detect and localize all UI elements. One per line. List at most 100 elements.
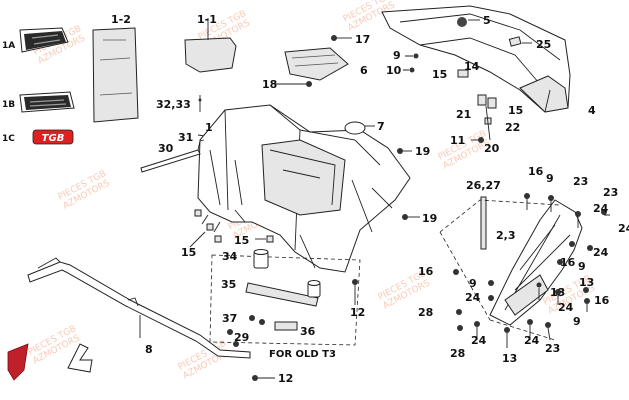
label-2-3: 2,3 xyxy=(496,229,516,242)
label-9c: 9 xyxy=(578,260,586,273)
label-23a: 23 xyxy=(603,186,618,199)
label-11: 11 xyxy=(450,134,465,147)
bracket-small xyxy=(67,343,93,373)
bracket-35 xyxy=(245,280,321,307)
rack-part-4 xyxy=(381,5,571,113)
label-6: 6 xyxy=(360,64,368,77)
label-24f: 24 xyxy=(471,334,487,347)
label-16b: 16 xyxy=(560,256,576,269)
screws-37 xyxy=(249,315,265,325)
screw-12b xyxy=(252,375,275,381)
bolt-32-33 xyxy=(198,95,202,112)
label-12b: 12 xyxy=(278,372,293,385)
label-26-27: 26,27 xyxy=(466,179,501,192)
label-20: 20 xyxy=(484,142,500,155)
rear-fender xyxy=(197,104,411,273)
label-37: 37 xyxy=(222,312,237,325)
label-17: 17 xyxy=(355,33,370,46)
screw-17 xyxy=(331,35,352,41)
screws-29 xyxy=(227,329,239,347)
label-1a: 1A xyxy=(2,41,15,51)
bushing-34 xyxy=(253,249,269,269)
label-19b: 19 xyxy=(422,212,437,225)
label-8: 8 xyxy=(145,343,153,356)
label-16a: 16 xyxy=(528,165,544,178)
label-15a: 15 xyxy=(181,246,196,259)
label-5: 5 xyxy=(483,14,491,27)
detail-box-dashed xyxy=(209,254,361,346)
nuts-9-10 xyxy=(403,53,419,73)
label-24g: 24 xyxy=(524,334,540,347)
bolt-11 xyxy=(471,137,484,143)
label-32-33: 32,33 xyxy=(156,98,191,111)
brackets-21-15-22 xyxy=(477,94,497,141)
screw-12a xyxy=(352,279,358,305)
label-9e: 9 xyxy=(573,315,581,328)
label-19a: 19 xyxy=(415,145,430,158)
screw-19a xyxy=(397,148,412,154)
label-34: 34 xyxy=(222,250,238,263)
label-21: 21 xyxy=(456,108,471,121)
cap-7 xyxy=(344,121,375,135)
label-1: 1 xyxy=(205,121,213,134)
label-14: 14 xyxy=(464,60,480,73)
label-24b: 24 xyxy=(618,222,629,235)
label-9a: 9 xyxy=(393,49,401,62)
label-36: 36 xyxy=(300,325,316,338)
part-6 xyxy=(284,47,349,81)
label-1-1: 1-1 xyxy=(197,13,217,26)
label-15c: 15 xyxy=(432,68,447,81)
tgb-decal-text: TGB xyxy=(42,133,65,144)
label-23b: 23 xyxy=(573,175,588,188)
label-24e: 24 xyxy=(593,202,609,215)
clip-14 xyxy=(457,69,469,78)
label-24d: 24 xyxy=(558,301,574,314)
clips-15 xyxy=(189,209,274,248)
part-1-1 xyxy=(184,18,237,73)
label-13b: 13 xyxy=(579,276,594,289)
label-15d: 15 xyxy=(508,104,523,117)
label-22: 22 xyxy=(505,121,520,134)
label-23c: 23 xyxy=(545,342,560,355)
decal-1-2 xyxy=(92,27,139,123)
label-7: 7 xyxy=(377,120,385,133)
screw-18 xyxy=(275,81,312,87)
rod-26-27 xyxy=(480,196,487,250)
decal-1c: TGB xyxy=(32,129,74,145)
fasteners-right xyxy=(453,193,610,348)
label-12a: 12 xyxy=(350,306,365,319)
screw-19b xyxy=(402,214,420,220)
label-9d: 9 xyxy=(469,277,477,290)
bracket-25 xyxy=(508,36,532,47)
label-25: 25 xyxy=(536,38,551,51)
label-4: 4 xyxy=(588,104,596,117)
label-18: 18 xyxy=(262,78,277,91)
label-1-2: 1-2 xyxy=(111,13,131,26)
label-30: 30 xyxy=(158,142,174,155)
note-for-old-t3: FOR OLD T3 xyxy=(269,349,336,360)
clamp-36 xyxy=(274,321,298,331)
label-1b: 1B xyxy=(2,100,15,110)
label-35: 35 xyxy=(221,278,236,291)
label-9b: 9 xyxy=(546,172,554,185)
label-13a: 13 xyxy=(550,286,565,299)
label-13c: 13 xyxy=(502,352,517,365)
decal-1b xyxy=(19,91,75,113)
label-1c: 1C xyxy=(2,134,15,144)
label-10: 10 xyxy=(386,64,402,77)
rod-30 xyxy=(140,139,205,173)
label-24c: 24 xyxy=(465,291,481,304)
label-31: 31 xyxy=(178,131,193,144)
label-28a: 28 xyxy=(418,306,433,319)
label-15b: 15 xyxy=(234,234,249,247)
label-16c: 16 xyxy=(418,265,434,278)
knob-5 xyxy=(457,17,480,27)
decal-1a xyxy=(19,27,69,53)
label-16e: 16 xyxy=(594,294,610,307)
label-24a: 24 xyxy=(593,246,609,259)
label-29: 29 xyxy=(234,331,249,344)
label-28b: 28 xyxy=(450,347,465,360)
callout-labels: 1-2 1-1 1A 1B 1C 17 6 18 32,33 31 1 30 7… xyxy=(2,13,629,385)
